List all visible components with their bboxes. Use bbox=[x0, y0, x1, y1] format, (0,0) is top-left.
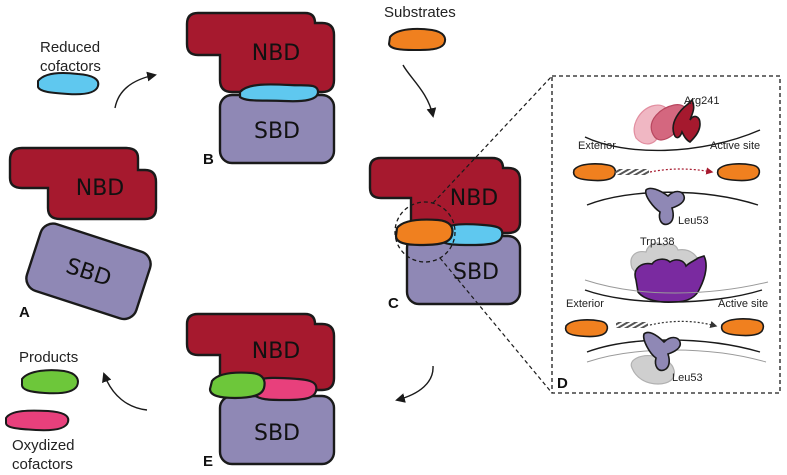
substrate-blob bbox=[387, 27, 447, 52]
oxidized-cofactor-blob bbox=[5, 409, 70, 432]
reduced-cofactor-bound-b bbox=[238, 83, 320, 103]
arg241-label: Arg241 bbox=[684, 95, 719, 107]
panel-label-d: D bbox=[557, 375, 568, 392]
reduced-cofactors-label-line2: cofactors bbox=[40, 58, 101, 75]
products-group: Products Oxydized cofactors bbox=[5, 349, 148, 473]
panel-c: NBD SBD C bbox=[368, 75, 553, 394]
substrates-label: Substrates bbox=[384, 4, 456, 21]
nbd-domain-a bbox=[8, 146, 158, 221]
substrate-trail-top bbox=[615, 169, 649, 175]
panel-label-b: B bbox=[203, 151, 214, 168]
panel-label-e: E bbox=[203, 453, 213, 470]
nbd-domain-c bbox=[368, 156, 522, 235]
channel-top-upper-wall bbox=[584, 129, 761, 152]
inset-bottom: Trp138 Exterior Active site Leu53 bbox=[564, 236, 769, 385]
reduced-cofactors-label-line1: Reduced bbox=[40, 39, 100, 56]
nbd-domain-b bbox=[185, 11, 336, 94]
arg241-residue bbox=[672, 98, 701, 143]
nbd-domain-e bbox=[185, 312, 336, 392]
leu53-label-bottom: Leu53 bbox=[672, 372, 703, 384]
substrate-exterior-bottom bbox=[564, 319, 609, 338]
panel-label-a: A bbox=[19, 304, 30, 321]
channel-top-lower-wall bbox=[586, 191, 759, 206]
leu53-residue-bottom bbox=[642, 331, 682, 372]
nbd-label-e: NBD bbox=[252, 339, 301, 364]
zoom-line-bottom bbox=[439, 257, 553, 394]
substrate-trail-bottom bbox=[616, 322, 648, 328]
panel-e: NBD SBD E bbox=[185, 312, 336, 470]
oxidized-cofactors-label-line1: Oxydized bbox=[12, 437, 75, 454]
substrates-group: Substrates bbox=[384, 4, 456, 118]
sbd-label-c: SBD bbox=[453, 260, 499, 285]
sbd-label-b: SBD bbox=[254, 119, 300, 144]
oxidized-cofactors-label-line2: cofactors bbox=[12, 456, 73, 473]
substrate-active-site-top bbox=[716, 163, 761, 182]
panel-a: NBD SBD A bbox=[8, 146, 158, 321]
reduced-cofactor-arrow bbox=[114, 71, 157, 109]
substrate-path-arrow-bottom bbox=[649, 320, 718, 328]
substrate-arrow bbox=[402, 64, 437, 118]
sbd-label-e: SBD bbox=[254, 421, 300, 446]
leu53-label-top: Leu53 bbox=[678, 215, 709, 227]
release-arrow bbox=[102, 372, 148, 411]
product-bound-e bbox=[208, 371, 266, 400]
active-site-label-bottom: Active site bbox=[718, 298, 768, 310]
exterior-label-top: Exterior bbox=[578, 140, 616, 152]
arrow-c-to-e bbox=[395, 365, 434, 403]
substrate-exterior-top bbox=[572, 163, 617, 182]
leu53-residue-top bbox=[644, 187, 686, 226]
channel-bottom-upper-wall bbox=[584, 289, 763, 303]
inset-top: Arg241 Exterior Active site Leu53 bbox=[572, 95, 761, 227]
panel-label-c: C bbox=[388, 295, 399, 312]
exterior-label-bottom: Exterior bbox=[566, 298, 604, 310]
reduced-cofactor-bound-c bbox=[438, 223, 504, 247]
panel-d-inset: Arg241 Exterior Active site Leu53 Trp138… bbox=[551, 75, 781, 394]
sbd-domain-a bbox=[25, 222, 152, 321]
products-label: Products bbox=[19, 349, 78, 366]
nbd-label-b: NBD bbox=[252, 41, 301, 66]
trp138-label: Trp138 bbox=[640, 236, 674, 248]
reduced-cofactors-group: Reduced cofactors bbox=[37, 39, 157, 109]
nbd-label-a: NBD bbox=[76, 176, 125, 201]
substrate-bound-c bbox=[394, 218, 454, 247]
zoom-circle bbox=[394, 201, 456, 263]
reduced-cofactor-blob bbox=[37, 71, 100, 96]
substrate-active-site-bottom bbox=[720, 318, 765, 337]
zoom-line-top bbox=[432, 75, 553, 204]
trp138-residue bbox=[634, 255, 707, 303]
active-site-label-top: Active site bbox=[710, 140, 760, 152]
oxidized-cofactor-bound-e bbox=[252, 376, 318, 402]
nbd-label-c: NBD bbox=[450, 186, 499, 211]
panel-b: NBD SBD B bbox=[185, 11, 336, 168]
product-blob bbox=[20, 369, 79, 395]
channel-bottom-upper-wall-thin bbox=[584, 279, 769, 294]
substrate-path-arrow-top bbox=[649, 167, 714, 175]
